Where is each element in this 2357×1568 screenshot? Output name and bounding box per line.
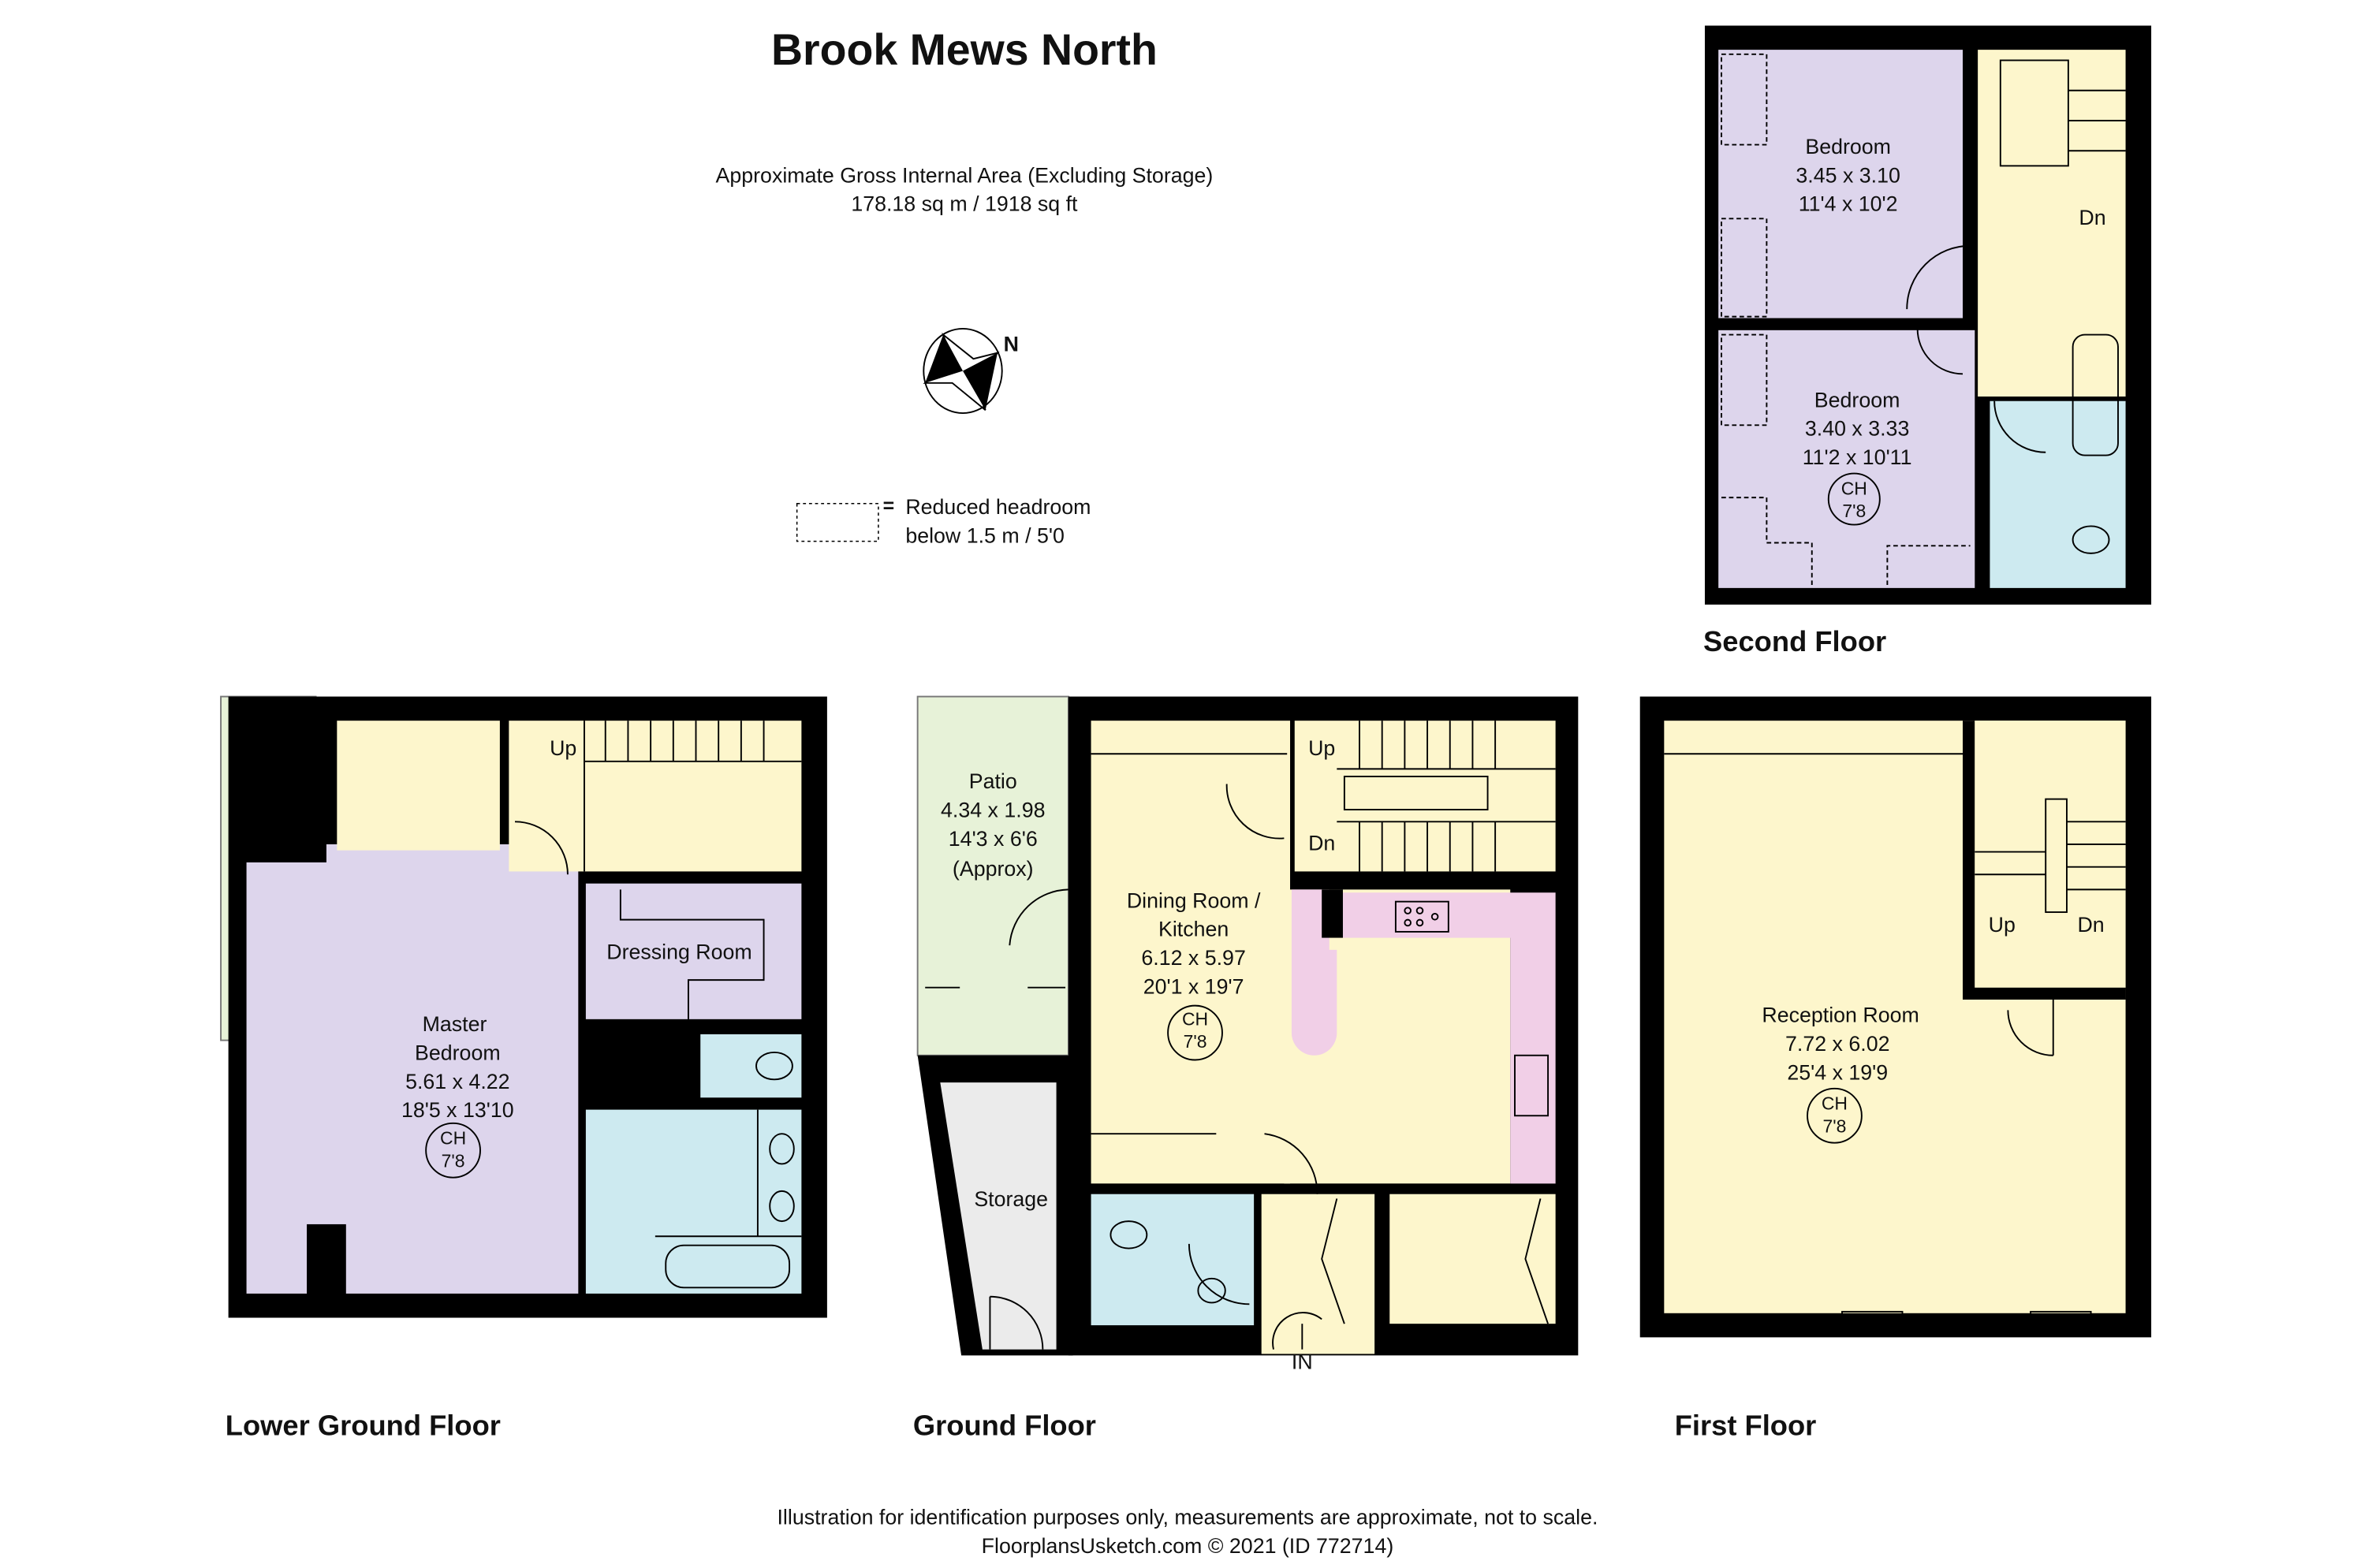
legend-equals: =: [883, 495, 895, 517]
stairs-gf: [1294, 721, 1556, 872]
reception-ch: CH: [1822, 1093, 1848, 1114]
patio-note: (Approx): [953, 857, 1034, 881]
stairs-down-2f: Dn: [2079, 206, 2105, 229]
area-value: 178.18 sq m / 1918 sq ft: [851, 192, 1078, 216]
wc-lg: [700, 1034, 802, 1098]
reception-imperial: 25'4 x 19'9: [1787, 1060, 1888, 1084]
legend-line2: below 1.5 m / 5'0: [905, 523, 1065, 547]
entrance-hall: [1261, 1194, 1375, 1354]
ground-floor-plan: Patio 4.34 x 1.98 14'3 x 6'6 (Approx) Di…: [913, 695, 1579, 1442]
reception-metric: 7.72 x 6.02: [1785, 1032, 1889, 1056]
ground-floor-label: Ground Floor: [913, 1410, 1096, 1442]
storage-room: [940, 1082, 1057, 1350]
master-name1: Master: [423, 1012, 487, 1036]
footer-credit: FloorplansUsketch.com © 2021 (ID 772714): [982, 1534, 1394, 1558]
stairs-1f: [1975, 721, 2126, 988]
lower-ground-floor-label: Lower Ground Floor: [226, 1410, 501, 1442]
stair-landing-2f: [1978, 50, 2126, 397]
compass-icon: N: [923, 327, 1019, 414]
footer-disclaimer: Illustration for identification purposes…: [778, 1506, 1598, 1529]
reception-ch-value: 7'8: [1822, 1115, 1846, 1136]
wc-gf: [1091, 1194, 1255, 1326]
bathroom-2f: [1990, 400, 2126, 588]
master-bedroom: [246, 862, 579, 1294]
dining-room: [1091, 721, 1291, 1184]
lower-ground-floor-plan: Up Dressing Room Master Bedroom 5.61 x 4…: [220, 695, 827, 1442]
master-ch: CH: [440, 1128, 466, 1149]
bathroom-lg: [585, 1109, 802, 1294]
kitchen-worktop: [1341, 892, 1556, 1184]
first-floor-plan: Up Dn Reception Room 7.72 x 6.02 25'4 x …: [1639, 696, 2152, 1442]
dining-name2: Kitchen: [1158, 918, 1229, 941]
entrance-label: IN: [1292, 1350, 1313, 1374]
dressing-room-name: Dressing Room: [606, 940, 751, 963]
second-floor-label: Second Floor: [1703, 625, 1886, 657]
patio-metric: 4.34 x 1.98: [941, 799, 1045, 822]
bedroom1-imperial: 11'4 x 10'2: [1799, 192, 1898, 216]
dining-metric: 6.12 x 5.97: [1141, 946, 1245, 970]
second-floor-plan: Bedroom 3.45 x 3.10 11'4 x 10'2 Bedroom …: [1703, 25, 2152, 657]
patio-name: Patio: [969, 769, 1017, 793]
master-metric: 5.61 x 4.22: [405, 1070, 509, 1093]
bedroom1-metric: 3.45 x 3.10: [1796, 163, 1900, 187]
dining-ch: CH: [1182, 1009, 1208, 1030]
storage-name: Storage: [974, 1187, 1048, 1211]
dining-ch-value: 7'8: [1184, 1031, 1207, 1052]
bedroom2-ch-value: 7'8: [1842, 501, 1866, 521]
legend-line1: Reduced headroom: [905, 495, 1091, 519]
dining-name1: Dining Room /: [1127, 888, 1261, 912]
plan-title: Brook Mews North: [771, 25, 1158, 74]
dining-imperial: 20'1 x 19'7: [1143, 974, 1244, 998]
master-imperial: 18'5 x 13'10: [401, 1098, 514, 1122]
reduced-headroom-swatch: [796, 503, 879, 542]
cupboard-gf: [1389, 1194, 1556, 1324]
master-name2: Bedroom: [415, 1041, 501, 1064]
dressing-room: [585, 883, 802, 1019]
reception-name: Reception Room: [1762, 1004, 1919, 1027]
stairs-up-1f: Up: [1989, 913, 2016, 937]
bedroom2-imperial: 11'2 x 10'11: [1803, 445, 1912, 469]
stairs-lg: [509, 721, 802, 872]
patio-imperial: 14'3 x 6'6: [949, 827, 1038, 851]
stairs-down-gf: Dn: [1308, 832, 1335, 855]
stairs-down-1f: Dn: [2077, 913, 2104, 937]
area-heading: Approximate Gross Internal Area (Excludi…: [716, 163, 1214, 187]
bedroom1-name: Bedroom: [1805, 135, 1891, 158]
stairs-up-gf: Up: [1308, 736, 1335, 760]
bedroom2-metric: 3.40 x 3.33: [1805, 417, 1909, 441]
bedroom-2f-1: [1718, 50, 1963, 318]
bedroom2-ch: CH: [1841, 478, 1867, 498]
bedroom2-name: Bedroom: [1814, 388, 1900, 412]
first-floor-label: First Floor: [1675, 1410, 1817, 1442]
master-ch-value: 7'8: [442, 1150, 465, 1171]
storage-room-lg: [337, 721, 500, 851]
stairs-up-lg: Up: [550, 736, 576, 760]
legend: = Reduced headroom below 1.5 m / 5'0: [796, 495, 1091, 547]
compass-north-label: N: [1004, 333, 1019, 356]
